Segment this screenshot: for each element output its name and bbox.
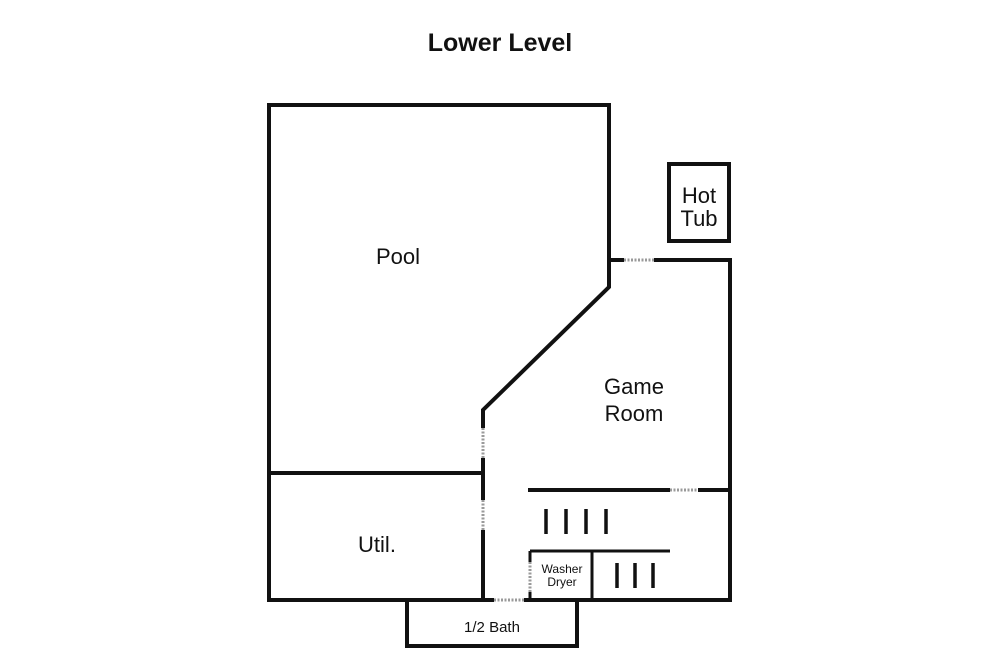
doors [480,257,698,603]
plan-title: Lower Level [428,29,573,57]
game-room-label-line1: Game [604,374,664,399]
hot-tub-label-line2: Tub [680,206,717,231]
hot-tub-box [667,162,731,243]
utility-label: Util. [358,532,396,557]
stairs [544,509,655,588]
game-room-walls [607,258,732,602]
half-bath-walls [405,598,579,648]
washer-label: Washer [542,562,583,576]
half-bath-label: 1/2 Bath [464,619,520,636]
dryer-label: Dryer [547,575,576,589]
game-room-label-line2: Room [605,401,664,426]
hot-tub-label-line1: Hot [682,183,716,208]
pool-label: Pool [376,244,420,269]
pool-walls [267,103,611,602]
